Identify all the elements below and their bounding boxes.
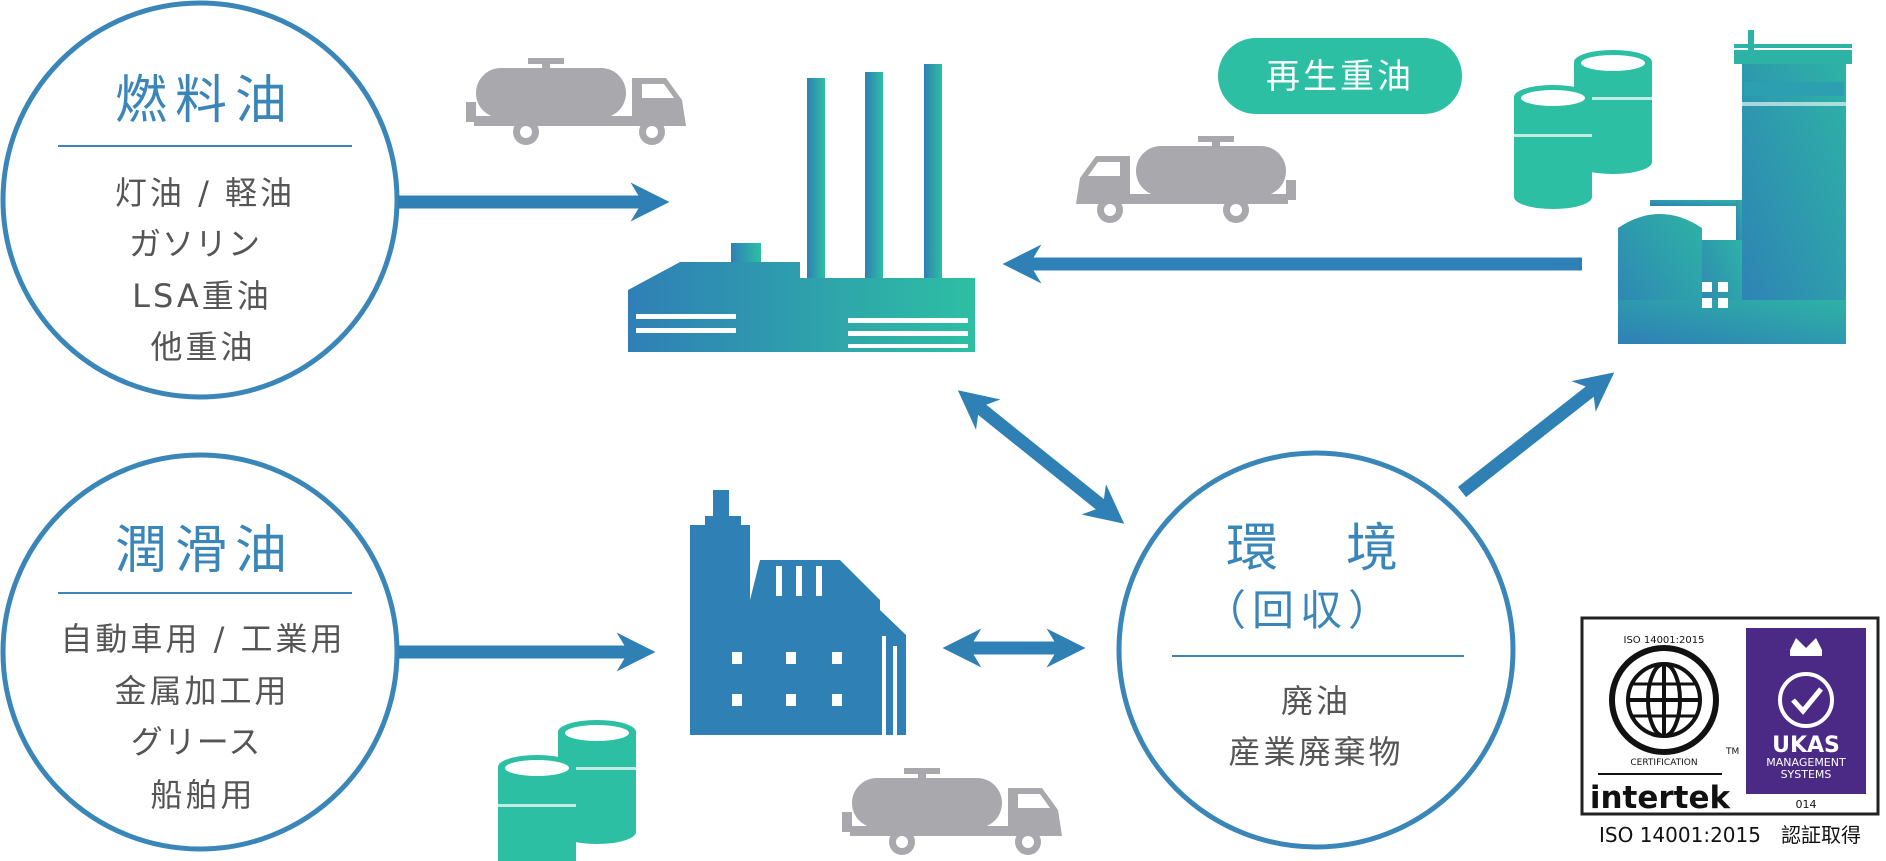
intertek-globe-icon <box>1609 645 1719 755</box>
factory-icon <box>628 64 975 352</box>
ukas-number: 014 <box>1796 798 1817 811</box>
ukas-mark: UKAS MANAGEMENT SYSTEMS <box>1746 628 1866 794</box>
arrow-environment-to-refinery <box>1457 372 1615 498</box>
tanker-truck-icon <box>1076 136 1296 223</box>
lubricant-circle: 潤滑油 自動車用 / 工業用 金属加工用 グリース 船舶用 <box>0 452 400 852</box>
oil-drums-icon <box>1514 50 1652 209</box>
environment-title: 環 境 <box>1226 519 1406 579</box>
crown-icon <box>1790 638 1822 650</box>
ukas-line2: SYSTEMS <box>1781 768 1832 781</box>
lubricant-item: グリース <box>131 723 261 761</box>
check-circle-icon <box>1778 672 1834 728</box>
fuel-oil-item: 他重油 <box>150 328 255 366</box>
ukas-line1: MANAGEMENT <box>1766 756 1846 769</box>
fuel-oil-title: 燃料油 <box>115 71 295 131</box>
environment-subtitle: （回収） <box>1204 586 1396 635</box>
fuel-oil-item: 灯油 / 軽油 <box>115 174 295 212</box>
tanker-truck-icon <box>466 58 686 145</box>
fuel-oil-item: ガソリン <box>129 225 261 263</box>
arrows <box>398 182 1615 672</box>
fuel-oil-circle: 燃料油 灯油 / 軽油 ガソリン LSA重油 他重油 <box>0 0 400 400</box>
environment-circle: 環 境 （回収） 廃油 産業廃棄物 <box>1116 450 1516 850</box>
lubricant-item: 金属加工用 <box>114 672 289 710</box>
oil-drums-icon <box>498 720 636 861</box>
lubricant-title: 潤滑油 <box>115 521 295 581</box>
lubricant-item: 自動車用 / 工業用 <box>60 620 345 658</box>
ukas-title: UKAS <box>1772 733 1840 758</box>
intertek-wordmark: intertek <box>1590 780 1732 816</box>
iso-ring-text: ISO 14001:2015 <box>1624 635 1705 646</box>
certification-caption: ISO 14001:2015 認証取得 <box>1599 823 1861 847</box>
certification-logo: ISO 14001:2015 CERTIFICATION TM intertek… <box>1580 616 1880 816</box>
refinery-icon <box>1618 30 1852 344</box>
certification-ring-text: CERTIFICATION <box>1630 758 1697 768</box>
recycled-heavy-oil-badge: 再生重油 <box>1218 38 1462 114</box>
trademark-text: TM <box>1725 747 1739 757</box>
arrow-factory-environment <box>957 390 1125 524</box>
lubricant-item: 船舶用 <box>150 776 255 814</box>
environment-item: 廃油 <box>1281 682 1351 720</box>
lubricant-plant-icon <box>690 490 906 735</box>
recycled-heavy-oil-label: 再生重油 <box>1266 57 1414 97</box>
fuel-oil-item: LSA重油 <box>132 277 272 315</box>
environment-item: 産業廃棄物 <box>1228 733 1403 771</box>
tanker-truck-icon <box>842 768 1062 855</box>
